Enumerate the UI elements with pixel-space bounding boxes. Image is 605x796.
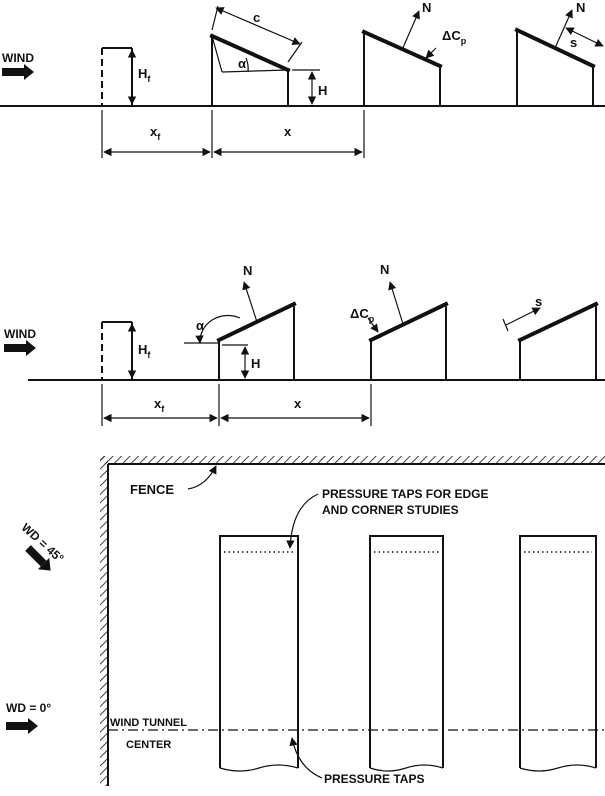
normal-n-label-top-3: N	[576, 0, 585, 15]
fence-label: FENCE	[130, 482, 174, 497]
solar-panel-middle-1: α N H	[184, 263, 297, 380]
spacing-dimensions-middle: xf x	[101, 384, 372, 426]
panel-row-1	[219, 535, 299, 772]
chord-c-label: c	[253, 10, 260, 25]
normal-n-label-top: N	[422, 0, 431, 15]
normal-n-label-middle-2: N	[380, 262, 389, 277]
fence-profile-top	[101, 47, 133, 106]
hf-label-middle: Hf	[138, 342, 151, 360]
xf-label-middle: xf	[154, 396, 165, 414]
solar-panel-middle-2: N ΔCp	[350, 262, 449, 380]
h-label-middle: H	[251, 356, 260, 371]
solar-panel-top-2: N ΔCp	[361, 0, 467, 106]
wind-arrow-middle: WIND	[4, 327, 36, 356]
tunnel-center-line2: CENTER	[126, 739, 171, 751]
panel-row-2	[369, 535, 444, 772]
figure-top: WIND Hf α c	[0, 0, 605, 158]
panel-row-3	[519, 535, 597, 772]
solar-panel-top-1: α c H	[209, 5, 327, 106]
wd45-arrow	[25, 545, 51, 571]
spacing-dimensions-top: xf x	[101, 110, 365, 158]
solar-panel-middle-3: s	[502, 294, 599, 380]
xf-label-top: xf	[150, 124, 161, 142]
figure-plan-view: FENCE PRESSURE TAPS FOR EDGE AND CORNER …	[6, 456, 605, 786]
taps-edge-label-line2: AND CORNER STUDIES	[322, 503, 459, 517]
figure-middle: WIND Hf α N H	[4, 262, 605, 426]
pressure-taps-label: PRESSURE TAPS	[324, 772, 424, 786]
delta-cp-label-middle: ΔCp	[350, 306, 375, 324]
normal-n-label-middle: N	[243, 263, 252, 278]
s-label-middle: s	[535, 294, 542, 309]
wind-label: WIND	[2, 51, 34, 65]
alpha-label-top: α	[238, 56, 246, 71]
tunnel-center-line1: WIND TUNNEL	[110, 717, 187, 729]
wd0-arrow	[6, 718, 38, 734]
s-label-top: s	[570, 35, 577, 50]
solar-panel-top-3: N s	[514, 0, 604, 106]
hf-label: Hf	[138, 66, 151, 84]
x-label-middle: x	[294, 396, 302, 411]
wind-arrow-top: WIND	[2, 51, 34, 80]
fence-plan	[100, 456, 605, 786]
h-label-top: H	[318, 83, 327, 98]
delta-cp-label-top: ΔCp	[442, 28, 467, 46]
taps-edge-label-line1: PRESSURE TAPS FOR EDGE	[322, 487, 488, 501]
x-label-top: x	[284, 124, 292, 139]
alpha-label-middle: α	[196, 318, 204, 333]
fence-profile-middle	[101, 321, 133, 380]
svg-text:WIND: WIND	[4, 327, 36, 341]
wd0-label: WD = 0°	[6, 701, 51, 715]
